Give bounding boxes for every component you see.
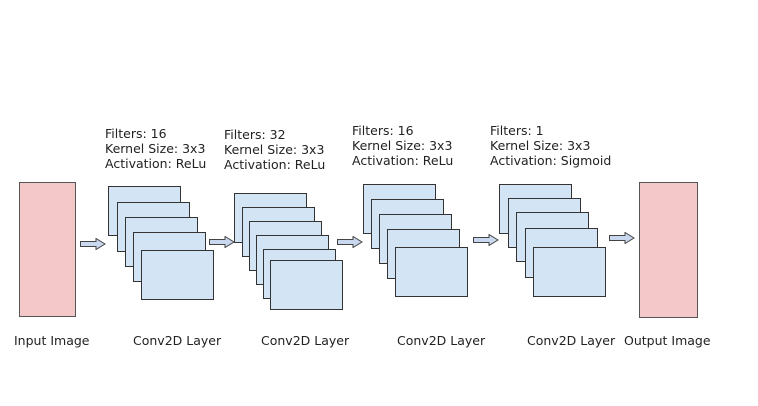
layer4-kernel-size: Kernel Size: 3x3: [490, 138, 591, 153]
layer3-filters: Filters: 16: [352, 123, 414, 138]
layer4-filters: Filters: 1: [490, 123, 544, 138]
arrow-layer2-to-layer3: [337, 236, 363, 248]
layer2-filters: Filters: 32: [224, 127, 286, 142]
arrow-layer3-to-layer4: [473, 234, 499, 246]
layer2-info: Filters: 32 Kernel Size: 3x3 Activation:…: [224, 127, 325, 172]
input-image-label: Input Image: [14, 333, 90, 348]
arrow-layer1-to-layer2: [209, 236, 235, 248]
layer4-info: Filters: 1 Kernel Size: 3x3 Activation: …: [490, 123, 611, 168]
feature-map: [270, 260, 343, 310]
input-image-block: [19, 182, 76, 317]
layer1-filters: Filters: 16: [105, 126, 167, 141]
layer1-info: Filters: 16 Kernel Size: 3x3 Activation:…: [105, 126, 206, 171]
layer3-info: Filters: 16 Kernel Size: 3x3 Activation:…: [352, 123, 453, 168]
layer2-activation: Activation: ReLu: [224, 157, 326, 172]
feature-map: [533, 247, 606, 297]
output-image-label: Output Image: [624, 333, 711, 348]
layer2-label: Conv2D Layer: [261, 333, 350, 348]
layer1-activation: Activation: ReLu: [105, 156, 207, 171]
layer4-label: Conv2D Layer: [527, 333, 616, 348]
layer3-kernel-size: Kernel Size: 3x3: [352, 138, 453, 153]
layer2-kernel-size: Kernel Size: 3x3: [224, 142, 325, 157]
output-image-block: [639, 182, 698, 318]
layer3-label: Conv2D Layer: [397, 333, 486, 348]
arrow-input-to-layer1: [80, 238, 106, 250]
feature-map: [395, 247, 468, 297]
layer1-label: Conv2D Layer: [133, 333, 222, 348]
layer4-activation: Activation: Sigmoid: [490, 153, 612, 168]
arrow-layer4-to-output: [609, 232, 635, 244]
feature-map: [141, 250, 214, 300]
layer3-activation: Activation: ReLu: [352, 153, 454, 168]
layer1-kernel-size: Kernel Size: 3x3: [105, 141, 206, 156]
